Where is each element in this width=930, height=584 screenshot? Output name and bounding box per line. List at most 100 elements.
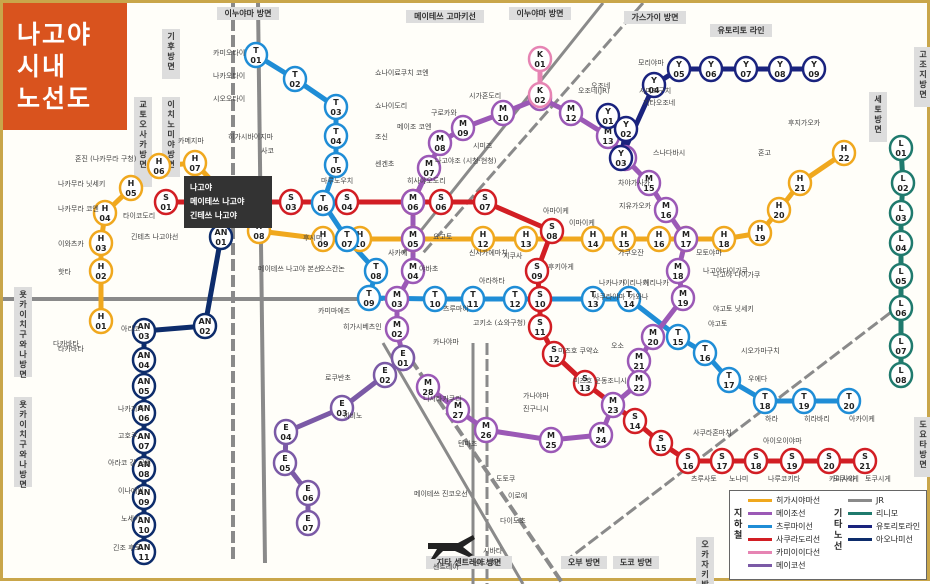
station-e07[interactable]: E07 bbox=[295, 509, 321, 537]
station-t07[interactable]: T07 bbox=[334, 225, 360, 253]
station-s11[interactable]: S11 bbox=[527, 313, 553, 341]
station-h02[interactable]: H02 bbox=[88, 257, 114, 285]
station-h18[interactable]: H18 bbox=[711, 225, 737, 253]
station-t08[interactable]: T08 bbox=[363, 257, 389, 285]
station-s18[interactable]: S18 bbox=[743, 447, 769, 475]
station-y01[interactable]: Y01 bbox=[595, 102, 621, 130]
station-s15[interactable]: S15 bbox=[648, 429, 674, 457]
station-h14[interactable]: H14 bbox=[580, 225, 606, 253]
station-s01[interactable]: S01 bbox=[153, 188, 179, 216]
station-m20[interactable]: M20 bbox=[640, 323, 666, 351]
station-s14[interactable]: S14 bbox=[622, 407, 648, 435]
station-t09[interactable]: T09 bbox=[356, 284, 382, 312]
station-s09[interactable]: S09 bbox=[524, 257, 550, 285]
station-m08[interactable]: M08 bbox=[427, 129, 453, 157]
station-h04[interactable]: H04 bbox=[92, 199, 118, 227]
station-m02[interactable]: M02 bbox=[384, 315, 410, 343]
station-m07[interactable]: M07 bbox=[416, 154, 442, 182]
station-k02[interactable]: K02 bbox=[527, 81, 553, 109]
station-k01[interactable]: K01 bbox=[527, 45, 553, 73]
station-s16[interactable]: S16 bbox=[675, 447, 701, 475]
station-h16[interactable]: H16 bbox=[646, 225, 672, 253]
station-m21[interactable]: M21 bbox=[626, 347, 652, 375]
station-t04[interactable]: T04 bbox=[323, 122, 349, 150]
station-l01[interactable]: L01 bbox=[888, 134, 914, 162]
station-h06[interactable]: H06 bbox=[146, 152, 172, 180]
station-e01[interactable]: E01 bbox=[390, 344, 416, 372]
station-t12[interactable]: T12 bbox=[502, 285, 528, 313]
station-m04[interactable]: M04 bbox=[400, 257, 426, 285]
station-s12[interactable]: S12 bbox=[541, 340, 567, 368]
station-m17[interactable]: M17 bbox=[673, 225, 699, 253]
station-y09[interactable]: Y09 bbox=[801, 55, 827, 83]
station-h19[interactable]: H19 bbox=[747, 219, 773, 247]
station-t13[interactable]: T13 bbox=[580, 285, 606, 313]
station-t20[interactable]: T20 bbox=[836, 387, 862, 415]
station-t18[interactable]: T18 bbox=[752, 387, 778, 415]
station-m12[interactable]: M12 bbox=[558, 99, 584, 127]
station-h12[interactable]: H12 bbox=[470, 225, 496, 253]
station-s07[interactable]: S07 bbox=[472, 188, 498, 216]
station-h01[interactable]: H01 bbox=[88, 307, 114, 335]
station-l02[interactable]: L02 bbox=[890, 169, 916, 197]
station-y07[interactable]: Y07 bbox=[733, 55, 759, 83]
station-h20[interactable]: H20 bbox=[766, 196, 792, 224]
station-t03[interactable]: T03 bbox=[323, 93, 349, 121]
station-t02[interactable]: T02 bbox=[282, 65, 308, 93]
station-s08[interactable]: S08 bbox=[539, 217, 565, 245]
station-y04[interactable]: Y04 bbox=[641, 71, 667, 99]
station-h07[interactable]: H07 bbox=[182, 149, 208, 177]
station-m22[interactable]: M22 bbox=[626, 369, 652, 397]
station-l08[interactable]: L08 bbox=[888, 361, 914, 389]
station-h15[interactable]: H15 bbox=[611, 225, 637, 253]
station-s21[interactable]: S21 bbox=[852, 447, 878, 475]
station-m05[interactable]: M05 bbox=[400, 225, 426, 253]
station-t10[interactable]: T10 bbox=[422, 285, 448, 313]
station-t14[interactable]: T14 bbox=[616, 285, 642, 313]
station-t17[interactable]: T17 bbox=[716, 366, 742, 394]
station-s04[interactable]: S04 bbox=[334, 188, 360, 216]
station-m19[interactable]: M19 bbox=[670, 284, 696, 312]
station-s20[interactable]: S20 bbox=[816, 447, 842, 475]
station-h05[interactable]: H05 bbox=[118, 174, 144, 202]
station-l05[interactable]: L05 bbox=[888, 262, 914, 290]
station-t15[interactable]: T15 bbox=[665, 323, 691, 351]
station-h22[interactable]: H22 bbox=[831, 139, 857, 167]
station-m23[interactable]: M23 bbox=[600, 391, 626, 419]
station-s13[interactable]: S13 bbox=[572, 369, 598, 397]
station-l07[interactable]: L07 bbox=[888, 332, 914, 360]
station-t16[interactable]: T16 bbox=[692, 339, 718, 367]
station-s17[interactable]: S17 bbox=[709, 447, 735, 475]
station-m24[interactable]: M24 bbox=[588, 421, 614, 449]
station-m25[interactable]: M25 bbox=[538, 426, 564, 454]
station-m26[interactable]: M26 bbox=[473, 416, 499, 444]
station-e02[interactable]: E02 bbox=[372, 361, 398, 389]
station-e05[interactable]: E05 bbox=[272, 449, 298, 477]
station-e03[interactable]: E03 bbox=[329, 394, 355, 422]
station-m09[interactable]: M09 bbox=[450, 114, 476, 142]
station-h09[interactable]: H09 bbox=[310, 225, 336, 253]
station-m28[interactable]: M28 bbox=[415, 373, 441, 401]
station-t05[interactable]: T05 bbox=[323, 151, 349, 179]
station-h03[interactable]: H03 bbox=[88, 229, 114, 257]
station-h13[interactable]: H13 bbox=[513, 225, 539, 253]
station-s10[interactable]: S10 bbox=[527, 285, 553, 313]
station-y06[interactable]: Y06 bbox=[698, 55, 724, 83]
station-l03[interactable]: L03 bbox=[888, 199, 914, 227]
station-t11[interactable]: T11 bbox=[460, 285, 486, 313]
station-y05[interactable]: Y05 bbox=[666, 55, 692, 83]
station-m10[interactable]: M10 bbox=[490, 99, 516, 127]
station-s19[interactable]: S19 bbox=[779, 447, 805, 475]
station-e04[interactable]: E04 bbox=[273, 418, 299, 446]
station-h21[interactable]: H21 bbox=[787, 169, 813, 197]
station-s06[interactable]: S06 bbox=[428, 188, 454, 216]
